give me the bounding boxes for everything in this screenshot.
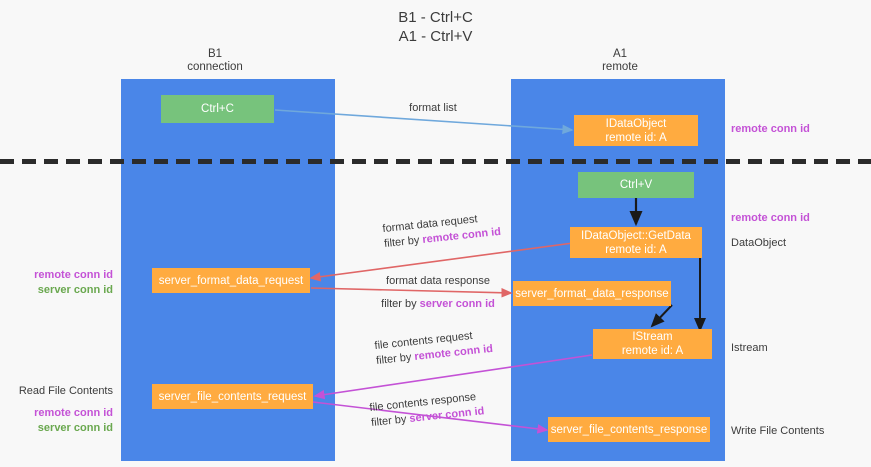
filter-prefix: filter by bbox=[381, 298, 420, 310]
filter-key-server-conn-id: server conn id bbox=[419, 298, 495, 310]
left-label-read-remote-conn-id: remote conn id bbox=[34, 407, 113, 419]
right-label-istream: Istream bbox=[731, 342, 768, 354]
right-label-remote-conn-id-mid: remote conn id bbox=[731, 212, 810, 224]
filter-prefix: filter by bbox=[383, 234, 424, 251]
box-ctrl-c[interactable]: Ctrl+C bbox=[161, 95, 274, 123]
column-header-b1: B1 connection bbox=[187, 48, 243, 73]
box-server-file-contents-request[interactable]: server_file_contents_request bbox=[152, 384, 313, 409]
box-server-file-contents-response[interactable]: server_file_contents_response bbox=[548, 417, 710, 442]
left-legend-format: remote conn id server conn id bbox=[0, 268, 113, 298]
left-label-read-server-conn-id: server conn id bbox=[37, 422, 113, 434]
diagram-title: B1 - Ctrl+C A1 - Ctrl+V bbox=[398, 9, 473, 45]
left-label-server-conn-id: server conn id bbox=[37, 284, 113, 296]
left-legend-file-contents: Read File Contents remote conn id server… bbox=[0, 384, 113, 436]
right-label-remote-conn-id-top: remote conn id bbox=[731, 123, 810, 135]
box-server-format-data-response[interactable]: server_format_data_response bbox=[513, 281, 671, 306]
section-divider bbox=[0, 159, 871, 164]
filter-prefix: filter by bbox=[370, 413, 411, 430]
filter-prefix: filter by bbox=[375, 351, 416, 368]
flow-label-format-data-response-filter: filter by server conn id bbox=[363, 297, 513, 312]
box-istream[interactable]: IStream remote id: A bbox=[593, 329, 712, 359]
left-label-remote-conn-id: remote conn id bbox=[34, 269, 113, 281]
left-label-read-file-contents: Read File Contents bbox=[18, 385, 113, 397]
box-idataobject-getdata[interactable]: IDataObject::GetData remote id: A bbox=[570, 227, 702, 258]
right-label-write-file-contents: Write File Contents bbox=[731, 425, 825, 437]
column-header-a1: A1 remote bbox=[602, 48, 638, 73]
right-label-dataobject: DataObject bbox=[731, 237, 787, 249]
box-idataobject[interactable]: IDataObject remote id: A bbox=[574, 115, 698, 146]
flow-label-format-data-response: format data response bbox=[386, 275, 490, 287]
box-ctrl-v[interactable]: Ctrl+V bbox=[578, 172, 694, 198]
flow-label-format-list: format list bbox=[409, 102, 457, 114]
box-server-format-data-request[interactable]: server_format_data_request bbox=[152, 268, 310, 293]
